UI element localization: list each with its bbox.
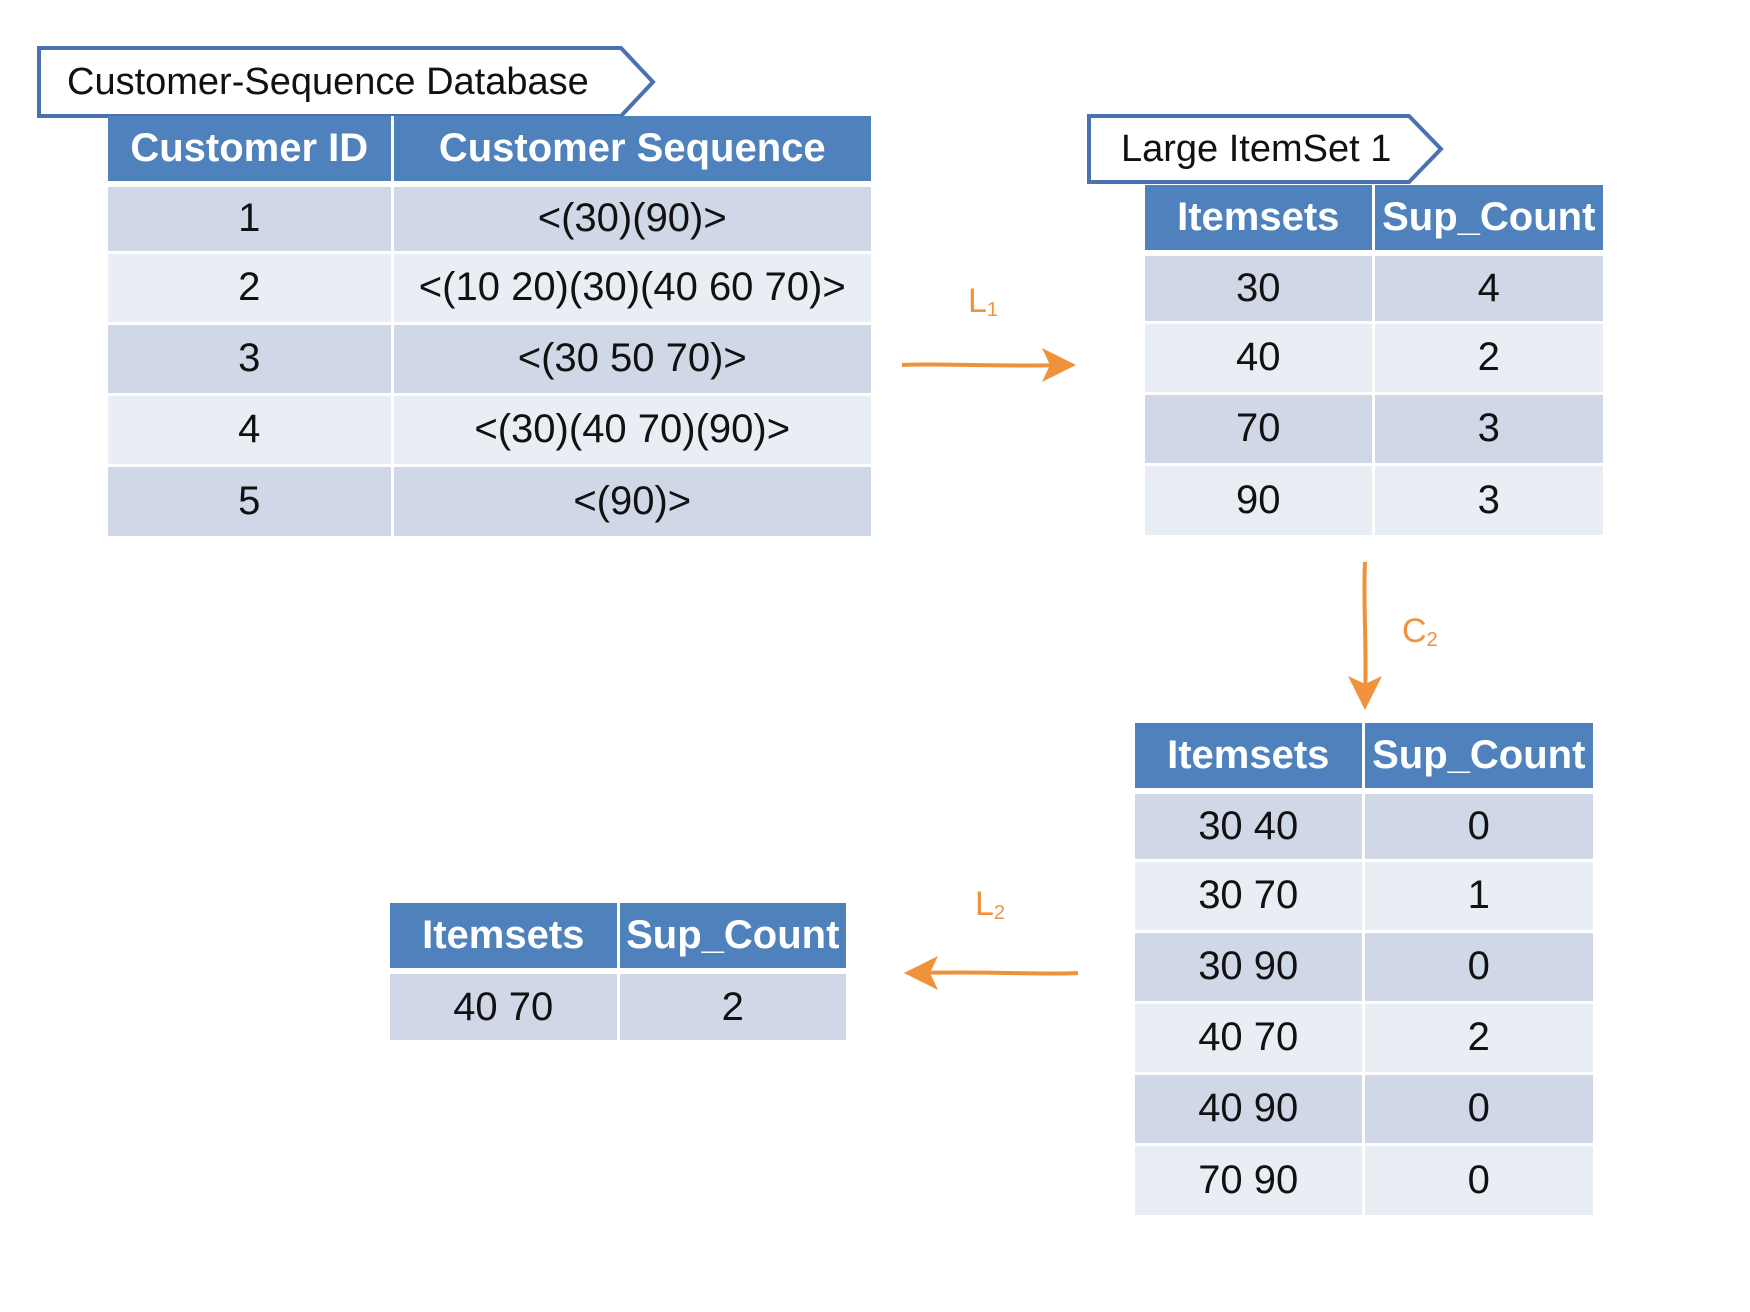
header-sup-count: Sup_Count xyxy=(1363,723,1593,794)
itemset-cell: 40 90 xyxy=(1135,1073,1365,1146)
table-row: 3 <(30 50 70)> xyxy=(108,323,871,396)
itemset-cell: 30 90 xyxy=(1135,931,1365,1004)
customer-db-tag-label: Customer-Sequence Database xyxy=(67,60,589,103)
sup-count-cell: 0 xyxy=(1363,931,1593,1004)
table-row: 1 <(30)(90)> xyxy=(108,184,871,254)
arrow-label-c2-sub: 2 xyxy=(1426,629,1438,651)
table-row: 4 <(30)(40 70)(90)> xyxy=(108,394,871,467)
header-itemsets: Itemsets xyxy=(1145,185,1375,256)
large-itemset-1-table: Itemsets Sup_Count 30 4 40 2 70 3 90 3 xyxy=(1145,185,1603,535)
sup-count-cell: 0 xyxy=(1363,1073,1593,1146)
customer-sequence-cell: <(30 50 70)> xyxy=(392,323,871,396)
table-row: 70 90 0 xyxy=(1135,1144,1593,1215)
customer-id-cell: 1 xyxy=(108,184,394,254)
sup-count-cell: 0 xyxy=(1363,1144,1593,1215)
table-row: 30 40 0 xyxy=(1135,791,1593,862)
customer-sequence-cell: <(10 20)(30)(40 60 70)> xyxy=(392,252,871,325)
customer-sequence-cell: <(30)(90)> xyxy=(392,184,871,254)
large-itemset-2-table: Itemsets Sup_Count 40 70 2 xyxy=(390,903,846,1040)
customer-sequence-cell: <(90)> xyxy=(392,465,871,536)
customer-id-cell: 4 xyxy=(108,394,394,467)
table-row: 70 3 xyxy=(1145,393,1603,466)
arrow-label-l2-main: L xyxy=(975,885,994,923)
itemset-cell: 90 xyxy=(1145,464,1375,535)
sup-count-cell: 2 xyxy=(1373,322,1603,395)
table-row: 5 <(90)> xyxy=(108,465,871,536)
customer-id-cell: 5 xyxy=(108,465,394,536)
header-sup-count: Sup_Count xyxy=(1373,185,1603,256)
customer-sequence-table: Customer ID Customer Sequence 1 <(30)(90… xyxy=(108,116,871,536)
sup-count-cell: 0 xyxy=(1363,791,1593,862)
large-itemset-1-tag: Large ItemSet 1 xyxy=(1087,114,1447,184)
itemset-cell: 30 40 xyxy=(1135,791,1365,862)
header-customer-sequence: Customer Sequence xyxy=(392,116,871,187)
sup-count-cell: 2 xyxy=(1363,1002,1593,1075)
itemset-cell: 40 70 xyxy=(390,971,620,1040)
customer-db-tag: Customer-Sequence Database xyxy=(37,46,657,118)
arrow-down-c2 xyxy=(1348,561,1382,710)
itemset-cell: 70 90 xyxy=(1135,1144,1365,1215)
itemset-cell: 40 xyxy=(1145,322,1375,395)
arrow-right-l1 xyxy=(901,348,1076,382)
tag-shape xyxy=(1087,114,1444,184)
header-sup-count: Sup_Count xyxy=(618,903,846,974)
large-itemset-1-tag-label: Large ItemSet 1 xyxy=(1121,127,1392,170)
arrow-label-c2: C2 xyxy=(1402,612,1438,652)
customer-sequence-cell: <(30)(40 70)(90)> xyxy=(392,394,871,467)
table-row: 30 90 0 xyxy=(1135,931,1593,1004)
table-row: 30 70 1 xyxy=(1135,860,1593,933)
table-row: 40 70 2 xyxy=(390,971,846,1040)
header-customer-id: Customer ID xyxy=(108,116,394,187)
sup-count-cell: 3 xyxy=(1373,393,1603,466)
itemset-cell: 30 70 xyxy=(1135,860,1365,933)
table-row: 40 90 0 xyxy=(1135,1073,1593,1146)
header-itemsets: Itemsets xyxy=(1135,723,1365,794)
arrow-label-l1-sub: 1 xyxy=(986,299,999,321)
sup-count-cell: 4 xyxy=(1373,253,1603,324)
arrow-label-l2-sub: 2 xyxy=(993,902,1006,924)
arrow-label-l1-main: L xyxy=(968,282,987,320)
table-row: 30 4 xyxy=(1145,253,1603,324)
table-row: 40 2 xyxy=(1145,322,1603,395)
arrow-label-c2-main: C xyxy=(1402,612,1427,650)
table-row: 2 <(10 20)(30)(40 60 70)> xyxy=(108,252,871,325)
arrow-left-l2 xyxy=(904,956,1079,990)
arrow-label-l2: L2 xyxy=(975,885,1005,925)
table-row: 90 3 xyxy=(1145,464,1603,535)
sup-count-cell: 1 xyxy=(1363,860,1593,933)
header-itemsets: Itemsets xyxy=(390,903,620,974)
customer-id-cell: 2 xyxy=(108,252,394,325)
itemset-cell: 70 xyxy=(1145,393,1375,466)
sup-count-cell: 2 xyxy=(618,971,846,1040)
itemset-cell: 40 70 xyxy=(1135,1002,1365,1075)
arrow-label-l1: L1 xyxy=(968,282,998,322)
customer-id-cell: 3 xyxy=(108,323,394,396)
itemset-cell: 30 xyxy=(1145,253,1375,324)
candidate-2-table: Itemsets Sup_Count 30 40 0 30 70 1 30 90… xyxy=(1135,723,1593,1215)
tag-shape xyxy=(37,46,656,118)
table-row: 40 70 2 xyxy=(1135,1002,1593,1075)
sup-count-cell: 3 xyxy=(1373,464,1603,535)
